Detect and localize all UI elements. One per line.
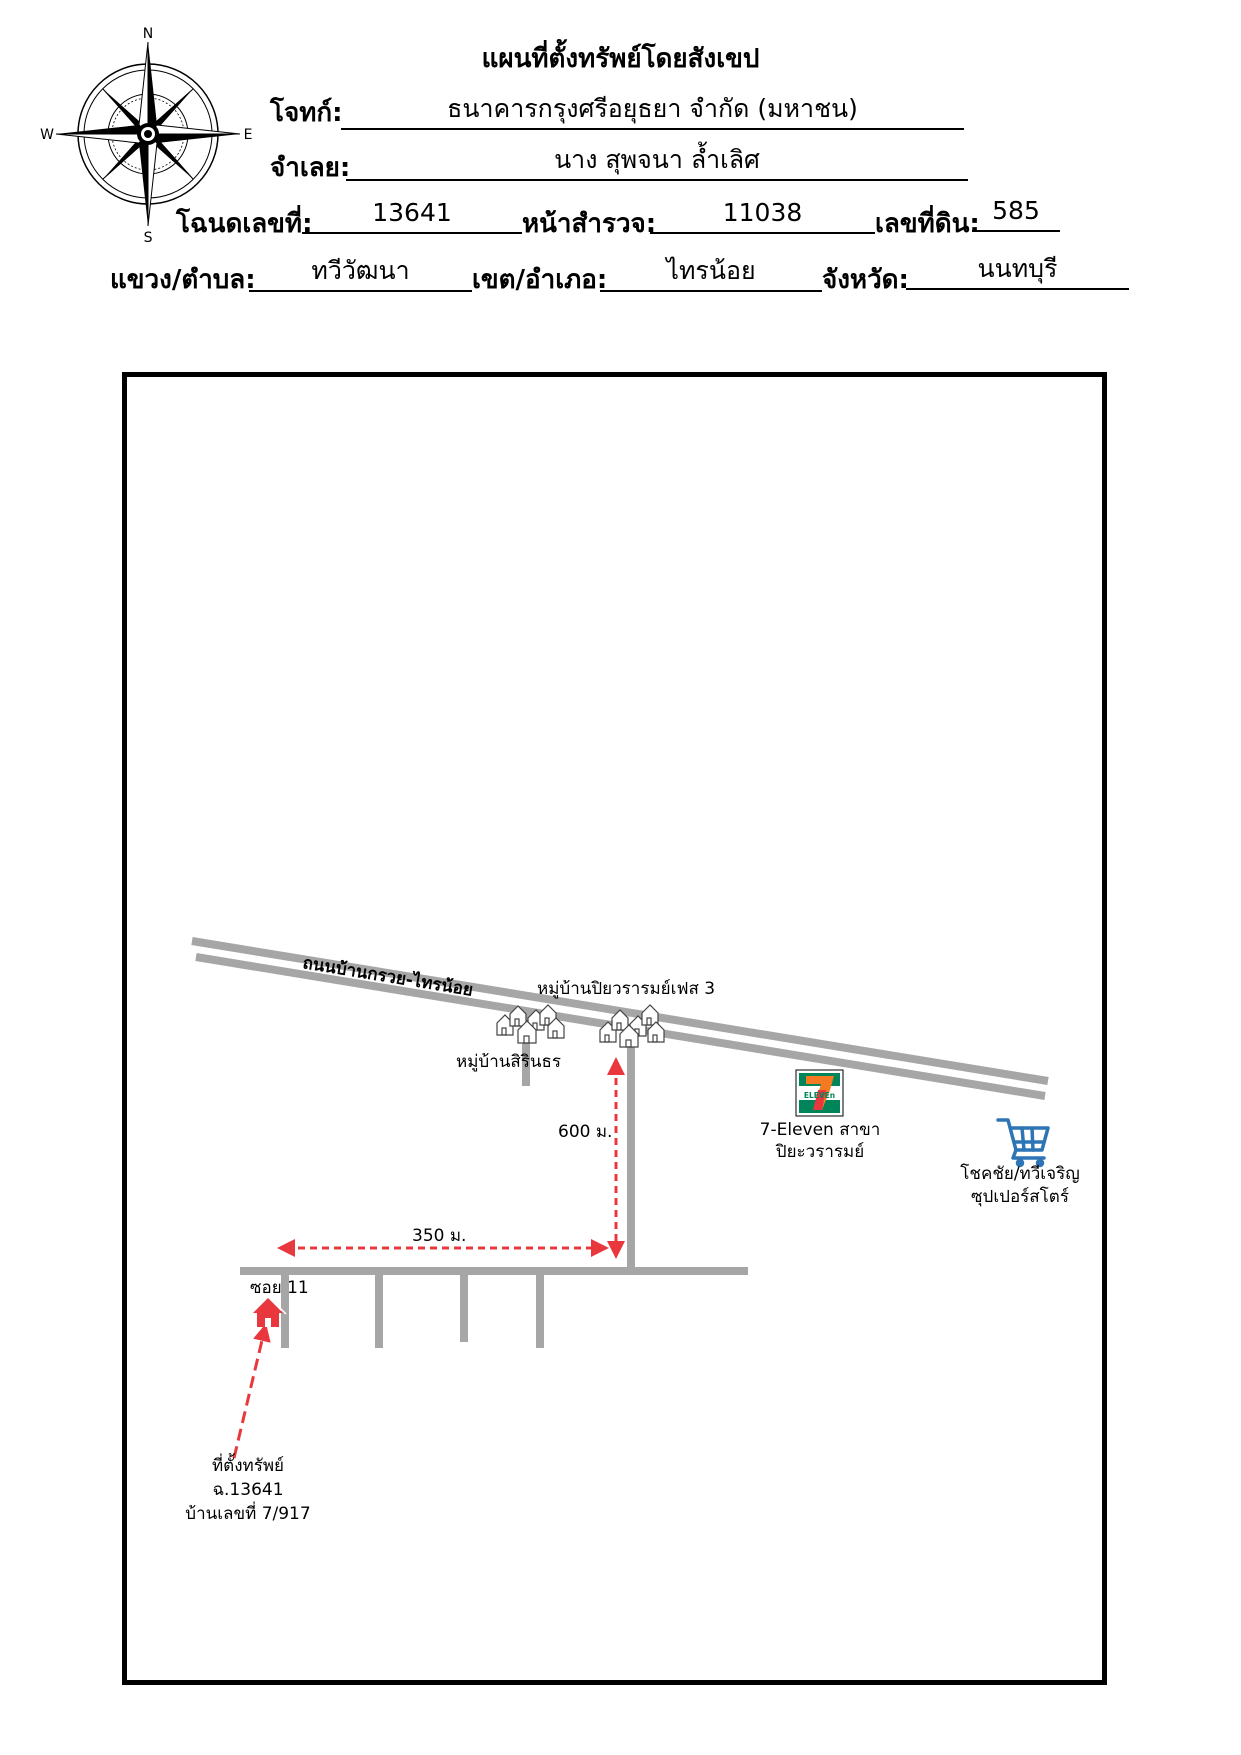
district-value: ไทรน้อย xyxy=(600,256,822,292)
map-frame xyxy=(122,372,1107,1685)
compass-e: E xyxy=(244,127,253,143)
store-label-line1: โชคชัย/ทวีเจริญ xyxy=(960,1164,1080,1184)
shopping-cart-icon xyxy=(996,1118,1050,1168)
distance-horizontal-label: 350 ม. xyxy=(412,1226,467,1246)
survey-value: 11038 xyxy=(650,198,875,234)
property-pointer-arrow xyxy=(232,1323,271,1459)
seven-eleven-label-line2: ปิยะวรารมย์ xyxy=(775,1142,865,1162)
distance-vertical-label: 600 ม. xyxy=(558,1122,613,1142)
land-no-value: 585 xyxy=(972,196,1060,232)
village-houses-icon xyxy=(599,1004,665,1048)
province-label: จังหวัด: xyxy=(822,265,909,295)
seven-eleven-logo-text: ELEVEn xyxy=(804,1091,835,1100)
village-1-label: หมู่บ้านสิรินธร xyxy=(456,1052,562,1072)
compass-n: N xyxy=(143,26,153,42)
subdistrict-label: แขวง/ตำบล: xyxy=(110,265,256,295)
subdistrict-value: ทวีวัฒนา xyxy=(249,256,472,292)
district-label: เขต/อำเภอ: xyxy=(472,265,608,295)
page-title: แผนที่ตั้งทรัพย์โดยสังเขป xyxy=(481,44,760,74)
seven-eleven-logo-icon: ELEVEn xyxy=(795,1069,844,1117)
house-icon xyxy=(249,1294,287,1327)
store-label-line2: ซุปเปอร์สโตร์ xyxy=(971,1187,1069,1207)
defendant-value: นาง สุพจนา ล้ำเลิศ xyxy=(346,145,968,181)
village-2-label: หมู่บ้านปิยวรารมย์เฟส 3 xyxy=(537,979,716,999)
province-value: นนทบุรี xyxy=(906,254,1129,290)
defendant-label: จำเลย: xyxy=(270,153,351,183)
property-label-line2: ฉ.13641 xyxy=(212,1480,284,1500)
deed-value: 13641 xyxy=(302,198,522,234)
plaintiff-value: ธนาคารกรุงศรีอยุธยา จำกัด (มหาชน) xyxy=(341,94,964,130)
soi-label: ซอย 11 xyxy=(250,1278,309,1298)
survey-label: หน้าสำรวจ: xyxy=(522,209,657,239)
property-label-line3: บ้านเลขที่ 7/917 xyxy=(185,1504,311,1524)
seven-eleven-label-line1: 7-Eleven สาขา xyxy=(759,1120,881,1140)
plaintiff-label: โจทก์: xyxy=(270,98,343,128)
deed-label: โฉนดเลขที่: xyxy=(176,209,313,239)
land-no-label: เลขที่ดิน: xyxy=(875,209,980,239)
compass-s: S xyxy=(144,230,153,244)
village-houses-icon xyxy=(496,1004,565,1044)
compass-w: W xyxy=(40,127,54,143)
property-label-line1: ที่ตั้งทรัพย์ xyxy=(211,1456,285,1476)
main-road-label: ถนนบ้านกรวย-ไทรน้อย xyxy=(301,952,474,1001)
compass-rose-icon: N S E W xyxy=(40,26,253,244)
